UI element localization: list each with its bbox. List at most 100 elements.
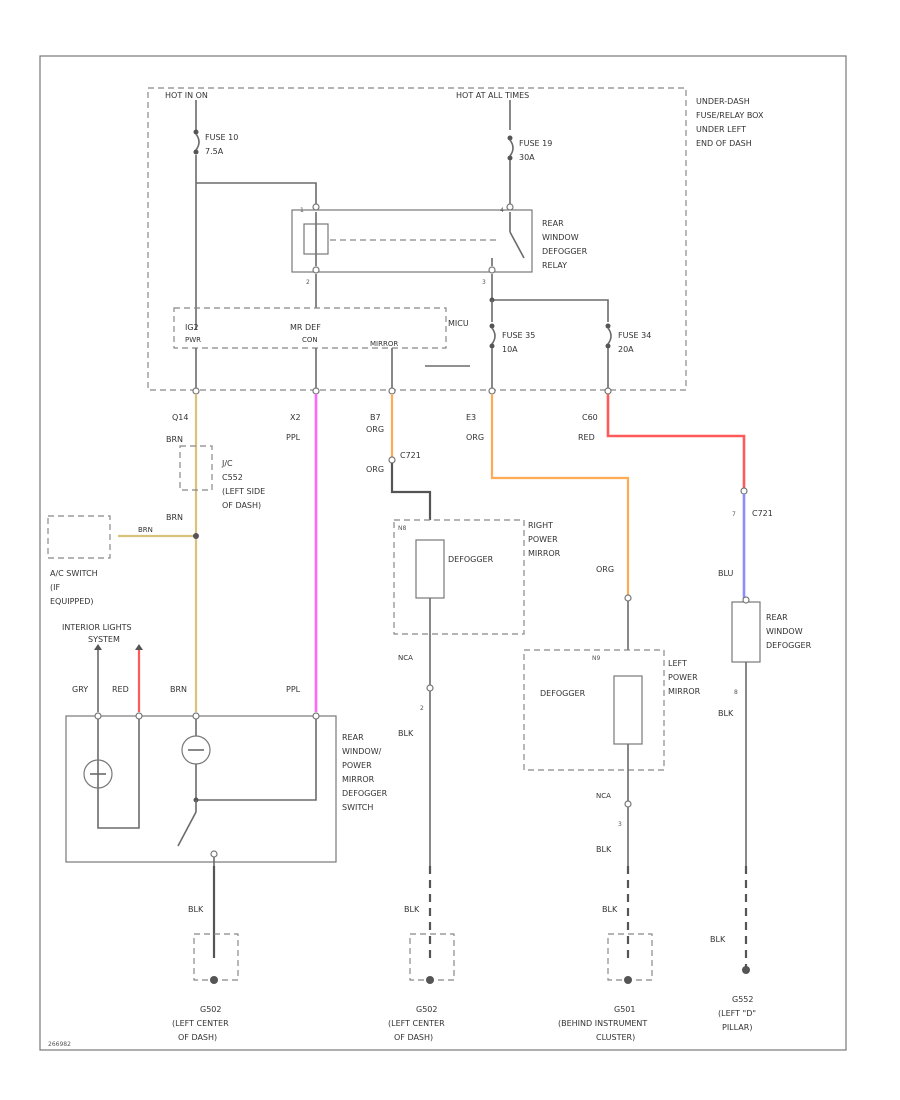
wire-blu-label: BLU [718, 569, 734, 578]
left-mirror-label-2: POWER [668, 673, 698, 682]
switch-pin-brn [192, 712, 200, 720]
ground-g502-mirror-icon [426, 976, 434, 984]
ground-g501-label: G501 [614, 1005, 635, 1014]
switch-label-1: REAR [342, 733, 364, 742]
hot-in-on-label: HOT IN ON [165, 91, 208, 100]
ground-g552-loc-2: PILLAR) [722, 1023, 752, 1032]
fuse10-rating: 7.5A [205, 147, 224, 156]
ground-g502-mirror-loc-2: OF DASH) [394, 1033, 433, 1042]
right-power-mirror [393, 519, 525, 635]
connector-c60 [604, 387, 612, 395]
switch-ppl-internal [196, 719, 317, 801]
switch-pin-gry [94, 712, 102, 720]
ground-g502-switch-loc-2: OF DASH) [178, 1033, 217, 1042]
switch-ground-blk-label: BLK [188, 905, 204, 914]
jc-label-2: C552 [222, 473, 243, 482]
fuse34-rating: 20A [618, 345, 634, 354]
indicator-bulb-icon [83, 759, 113, 789]
relay-pin-1 [312, 203, 320, 211]
rear-defogger-blk-label: BLK [710, 935, 726, 944]
ground-g552-label: G552 [732, 995, 753, 1004]
relay-label-4: RELAY [542, 261, 567, 270]
left-mirror-nca: NCA [596, 792, 611, 800]
relay-label-3: DEFOGGER [542, 247, 588, 256]
interior-lights-arrow-red [135, 644, 143, 650]
module-mirror-label: MIRROR [370, 340, 398, 348]
right-mirror-nca: NCA [398, 654, 413, 662]
wire-blk-right-label: BLK [398, 729, 414, 738]
right-mirror-label-2: POWER [528, 535, 558, 544]
ac-switch-label-2: (IF [50, 583, 60, 592]
fuse34-terminal-bottom [605, 343, 611, 349]
underdash-box-label-4: END OF DASH [696, 139, 752, 148]
rear-window-mirror-switch [65, 715, 337, 863]
reference-code: 266982 [48, 1041, 71, 1048]
relay-pin-3 [488, 266, 496, 274]
ground-g501-box [607, 933, 653, 981]
ground-g502-switch-icon [210, 976, 218, 984]
fuse19-icon [509, 139, 514, 157]
underdash-box-label-2: FUSE/RELAY BOX [696, 111, 764, 120]
fuse19-terminal-top [507, 135, 513, 141]
module-mrdef-label: MR DEF [290, 323, 321, 332]
right-mirror-pin: N8 [398, 525, 406, 532]
underdash-box-label-3: UNDER LEFT [696, 125, 746, 134]
ground-g552-icon [742, 966, 750, 974]
connector-q14-label: Q14 [172, 413, 188, 422]
rear-defogger-label-2: WINDOW [766, 627, 803, 636]
fuse35-icon [491, 327, 496, 345]
rear-defogger-pin-8: 8 [734, 689, 738, 696]
wire-red-c60 [606, 394, 746, 488]
wire-org-b7-label: ORG [366, 425, 384, 434]
relay-label-1: REAR [542, 219, 564, 228]
right-mirror-label-3: MIRROR [528, 549, 561, 558]
ground-g502-mirror-label: G502 [416, 1005, 437, 1014]
ground-g502-switch-loc-1: (LEFT CENTER [172, 1019, 229, 1028]
fuse19-terminal-bottom [507, 155, 513, 161]
connector-c721-right [388, 456, 396, 464]
connector-b7-label: B7 [370, 413, 381, 422]
left-mirror-label-3: MIRROR [668, 687, 701, 696]
wire-brn-label-bottom: BRN [170, 685, 187, 694]
ac-switch-label-1: A/C SWITCH [50, 569, 98, 578]
defogger-relay [291, 209, 533, 273]
relay-pin-2-label: 2 [306, 279, 310, 286]
connector-c721-label: C721 [400, 451, 421, 460]
ground-g502-switch-box [193, 933, 239, 981]
fuse10-icon [195, 133, 200, 151]
jc-c552 [179, 445, 213, 491]
rear-connector-pin-7: 7 [732, 511, 736, 518]
micu-module [173, 307, 447, 349]
relay-pin-2 [312, 266, 320, 274]
interior-lights-arrow-gry [94, 644, 102, 650]
module-micu-label: MICU [448, 319, 469, 328]
hot-at-all-times-label: HOT AT ALL TIMES [456, 91, 529, 100]
relay-pin-3-label: 3 [482, 279, 486, 286]
right-defogger-label: DEFOGGER [448, 555, 494, 564]
wire-brn-label-top: BRN [166, 435, 183, 444]
ground-g501-loc-1: (BEHIND INSTRUMENT [558, 1019, 647, 1028]
interior-lights-label-1: INTERIOR LIGHTS [62, 623, 132, 632]
wire-fuse10-to-relay [196, 182, 317, 205]
fuse35-terminal-top [489, 323, 495, 329]
wire-org-e3-label: ORG [466, 433, 484, 442]
fuse19-label: FUSE 19 [519, 139, 552, 148]
right-mirror-blk-label: BLK [404, 905, 420, 914]
relay-label-2: WINDOW [542, 233, 579, 242]
wire-ppl-label-bottom: PPL [286, 685, 301, 694]
fuse10-terminal-top [193, 129, 199, 135]
ac-switch-label-3: EQUIPPED) [50, 597, 94, 606]
wire-org-e3-label-2: ORG [596, 565, 614, 574]
ground-g552-loc-1: (LEFT "D" [718, 1009, 756, 1018]
wire-brn-label-ac: BRN [138, 526, 153, 534]
connector-c721-rear [740, 487, 748, 495]
wire-org-e3 [490, 394, 630, 596]
ground-g502-switch-label: G502 [200, 1005, 221, 1014]
fuse10-label: FUSE 10 [205, 133, 238, 142]
rear-defogger-label-1: REAR [766, 613, 788, 622]
connector-q14 [192, 387, 200, 395]
right-mirror-pin-2: 2 [420, 705, 424, 712]
ground-g501-loc-2: CLUSTER) [596, 1033, 635, 1042]
connector-x2-label: X2 [290, 413, 301, 422]
